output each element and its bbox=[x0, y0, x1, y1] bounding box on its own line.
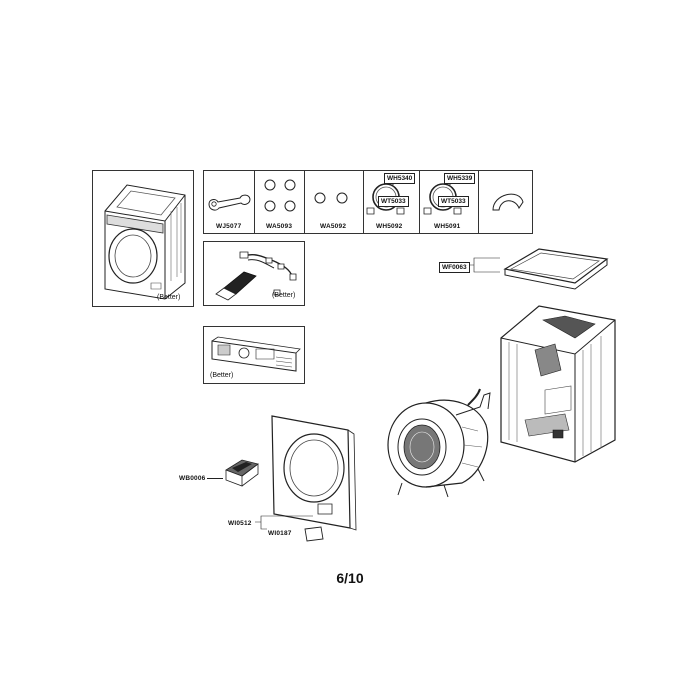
part-label-wt5033-a: WT5033 bbox=[378, 196, 409, 207]
divider bbox=[254, 170, 255, 234]
part-label-wh5092: WH5092 bbox=[376, 223, 403, 230]
tub-assembly-drawing bbox=[382, 385, 502, 500]
hose-guide-drawing bbox=[489, 186, 529, 216]
caps-pair-drawing bbox=[312, 191, 358, 205]
caps-set-drawing bbox=[262, 178, 302, 214]
leader-line bbox=[207, 478, 223, 479]
part-label-wh5340: WH5340 bbox=[384, 173, 416, 184]
part-label-wh5339: WH5339 bbox=[444, 173, 476, 184]
part-label-wa5093: WA5093 bbox=[266, 223, 293, 230]
part-label-wj5077: WJ5077 bbox=[216, 223, 242, 230]
divider bbox=[304, 170, 305, 234]
divider bbox=[419, 170, 420, 234]
wire-harness-better-panel: (Better) bbox=[203, 241, 305, 306]
filter-cover-drawing bbox=[303, 525, 327, 543]
front-panel-drawing bbox=[268, 408, 363, 533]
part-label-wb0006: WB0006 bbox=[179, 475, 206, 482]
detergent-drawer-drawing bbox=[222, 452, 262, 488]
part-label-wf0063: WF0063 bbox=[439, 262, 470, 273]
washer-better-panel: (Better) bbox=[92, 170, 194, 307]
divider bbox=[363, 170, 364, 234]
front-load-washer-drawing bbox=[93, 171, 195, 308]
control-panel-better-panel: (Better) bbox=[203, 326, 305, 384]
part-label-wh5091: WH5091 bbox=[434, 223, 461, 230]
wrench-drawing bbox=[206, 192, 252, 214]
better-label: (Better) bbox=[272, 292, 296, 299]
better-label: (Better) bbox=[157, 294, 181, 301]
leader-line bbox=[470, 258, 510, 278]
top-cover-drawing bbox=[495, 245, 615, 305]
part-label-wt5033-b: WT5033 bbox=[438, 196, 469, 207]
wire-harness-drawing bbox=[204, 242, 306, 307]
leader-line bbox=[255, 516, 315, 532]
page-number: 6/10 bbox=[336, 570, 364, 586]
better-label: (Better) bbox=[210, 372, 234, 379]
divider bbox=[478, 170, 479, 234]
control-panel-drawing bbox=[204, 327, 306, 385]
cabinet-frame-drawing bbox=[495, 290, 625, 465]
part-label-wi0512: WI0512 bbox=[228, 520, 252, 527]
part-label-wa5092: WA5092 bbox=[320, 223, 347, 230]
part-label-wi0187: WI0187 bbox=[268, 530, 292, 537]
